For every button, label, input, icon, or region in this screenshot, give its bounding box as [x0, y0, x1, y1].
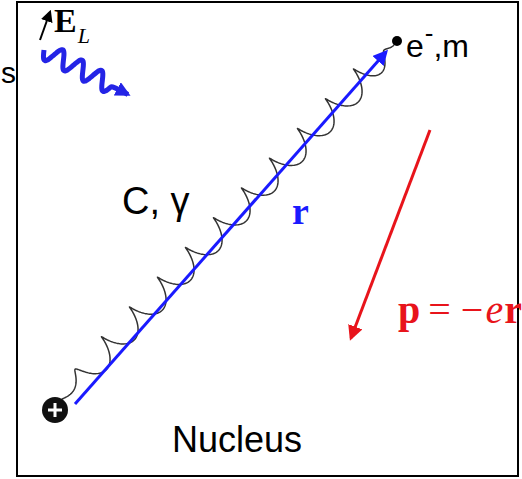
equation-operator: = − — [428, 290, 483, 330]
vector-label: r — [292, 192, 309, 230]
photon-wave — [43, 50, 127, 95]
position-vector — [75, 52, 386, 404]
field-subscript: L — [78, 25, 90, 47]
electron-symbol: e — [406, 30, 424, 62]
dipole-symbol: p — [398, 290, 420, 330]
dipole-vector — [351, 130, 430, 338]
nucleus-circle — [42, 397, 68, 423]
electron-dot — [392, 36, 402, 46]
cut-text: s — [1, 58, 16, 88]
spring-constants: C, γ — [122, 182, 190, 220]
nucleus-label: Nucleus — [172, 422, 302, 458]
mass-label: ,m — [433, 30, 469, 62]
field-symbol: E — [54, 4, 77, 38]
plus-sign — [48, 403, 62, 417]
charge-superscript: - — [425, 20, 434, 46]
charge-symbol: e — [485, 290, 503, 330]
vector-symbol: r — [504, 290, 522, 330]
vector-arrow — [40, 12, 50, 40]
frame — [17, 2, 518, 476]
